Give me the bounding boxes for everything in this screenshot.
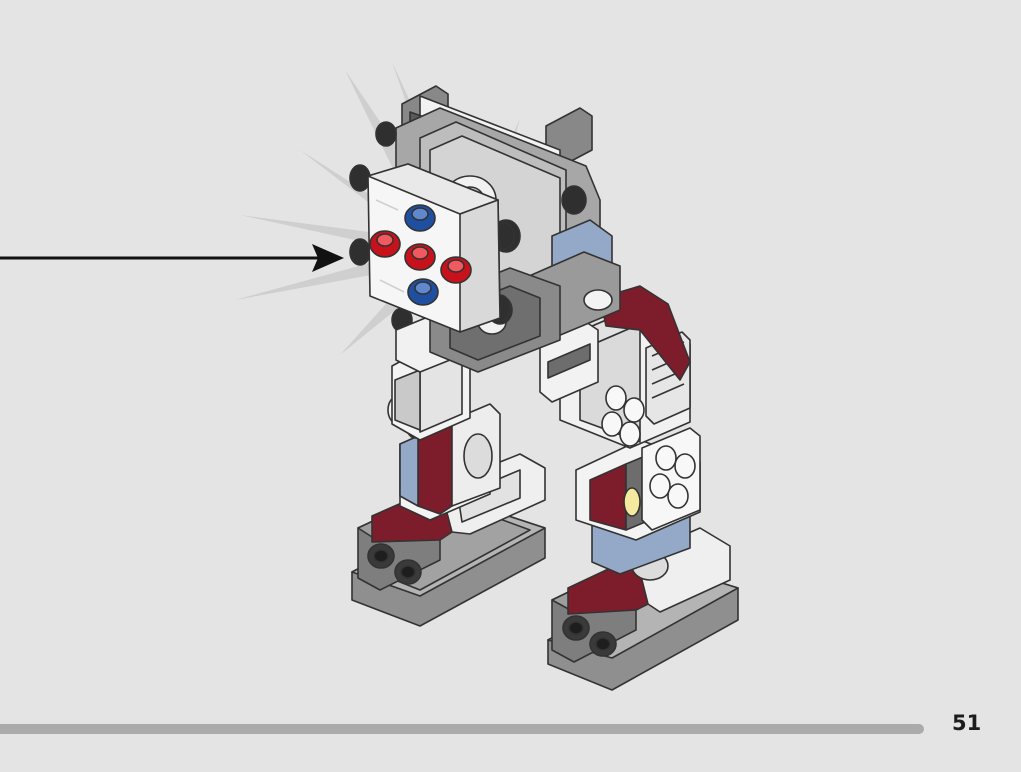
page-number: 51: [952, 711, 992, 735]
right-leg: [540, 286, 738, 690]
footer-bar: [0, 724, 924, 734]
pointer-arrow-icon: [0, 244, 344, 272]
